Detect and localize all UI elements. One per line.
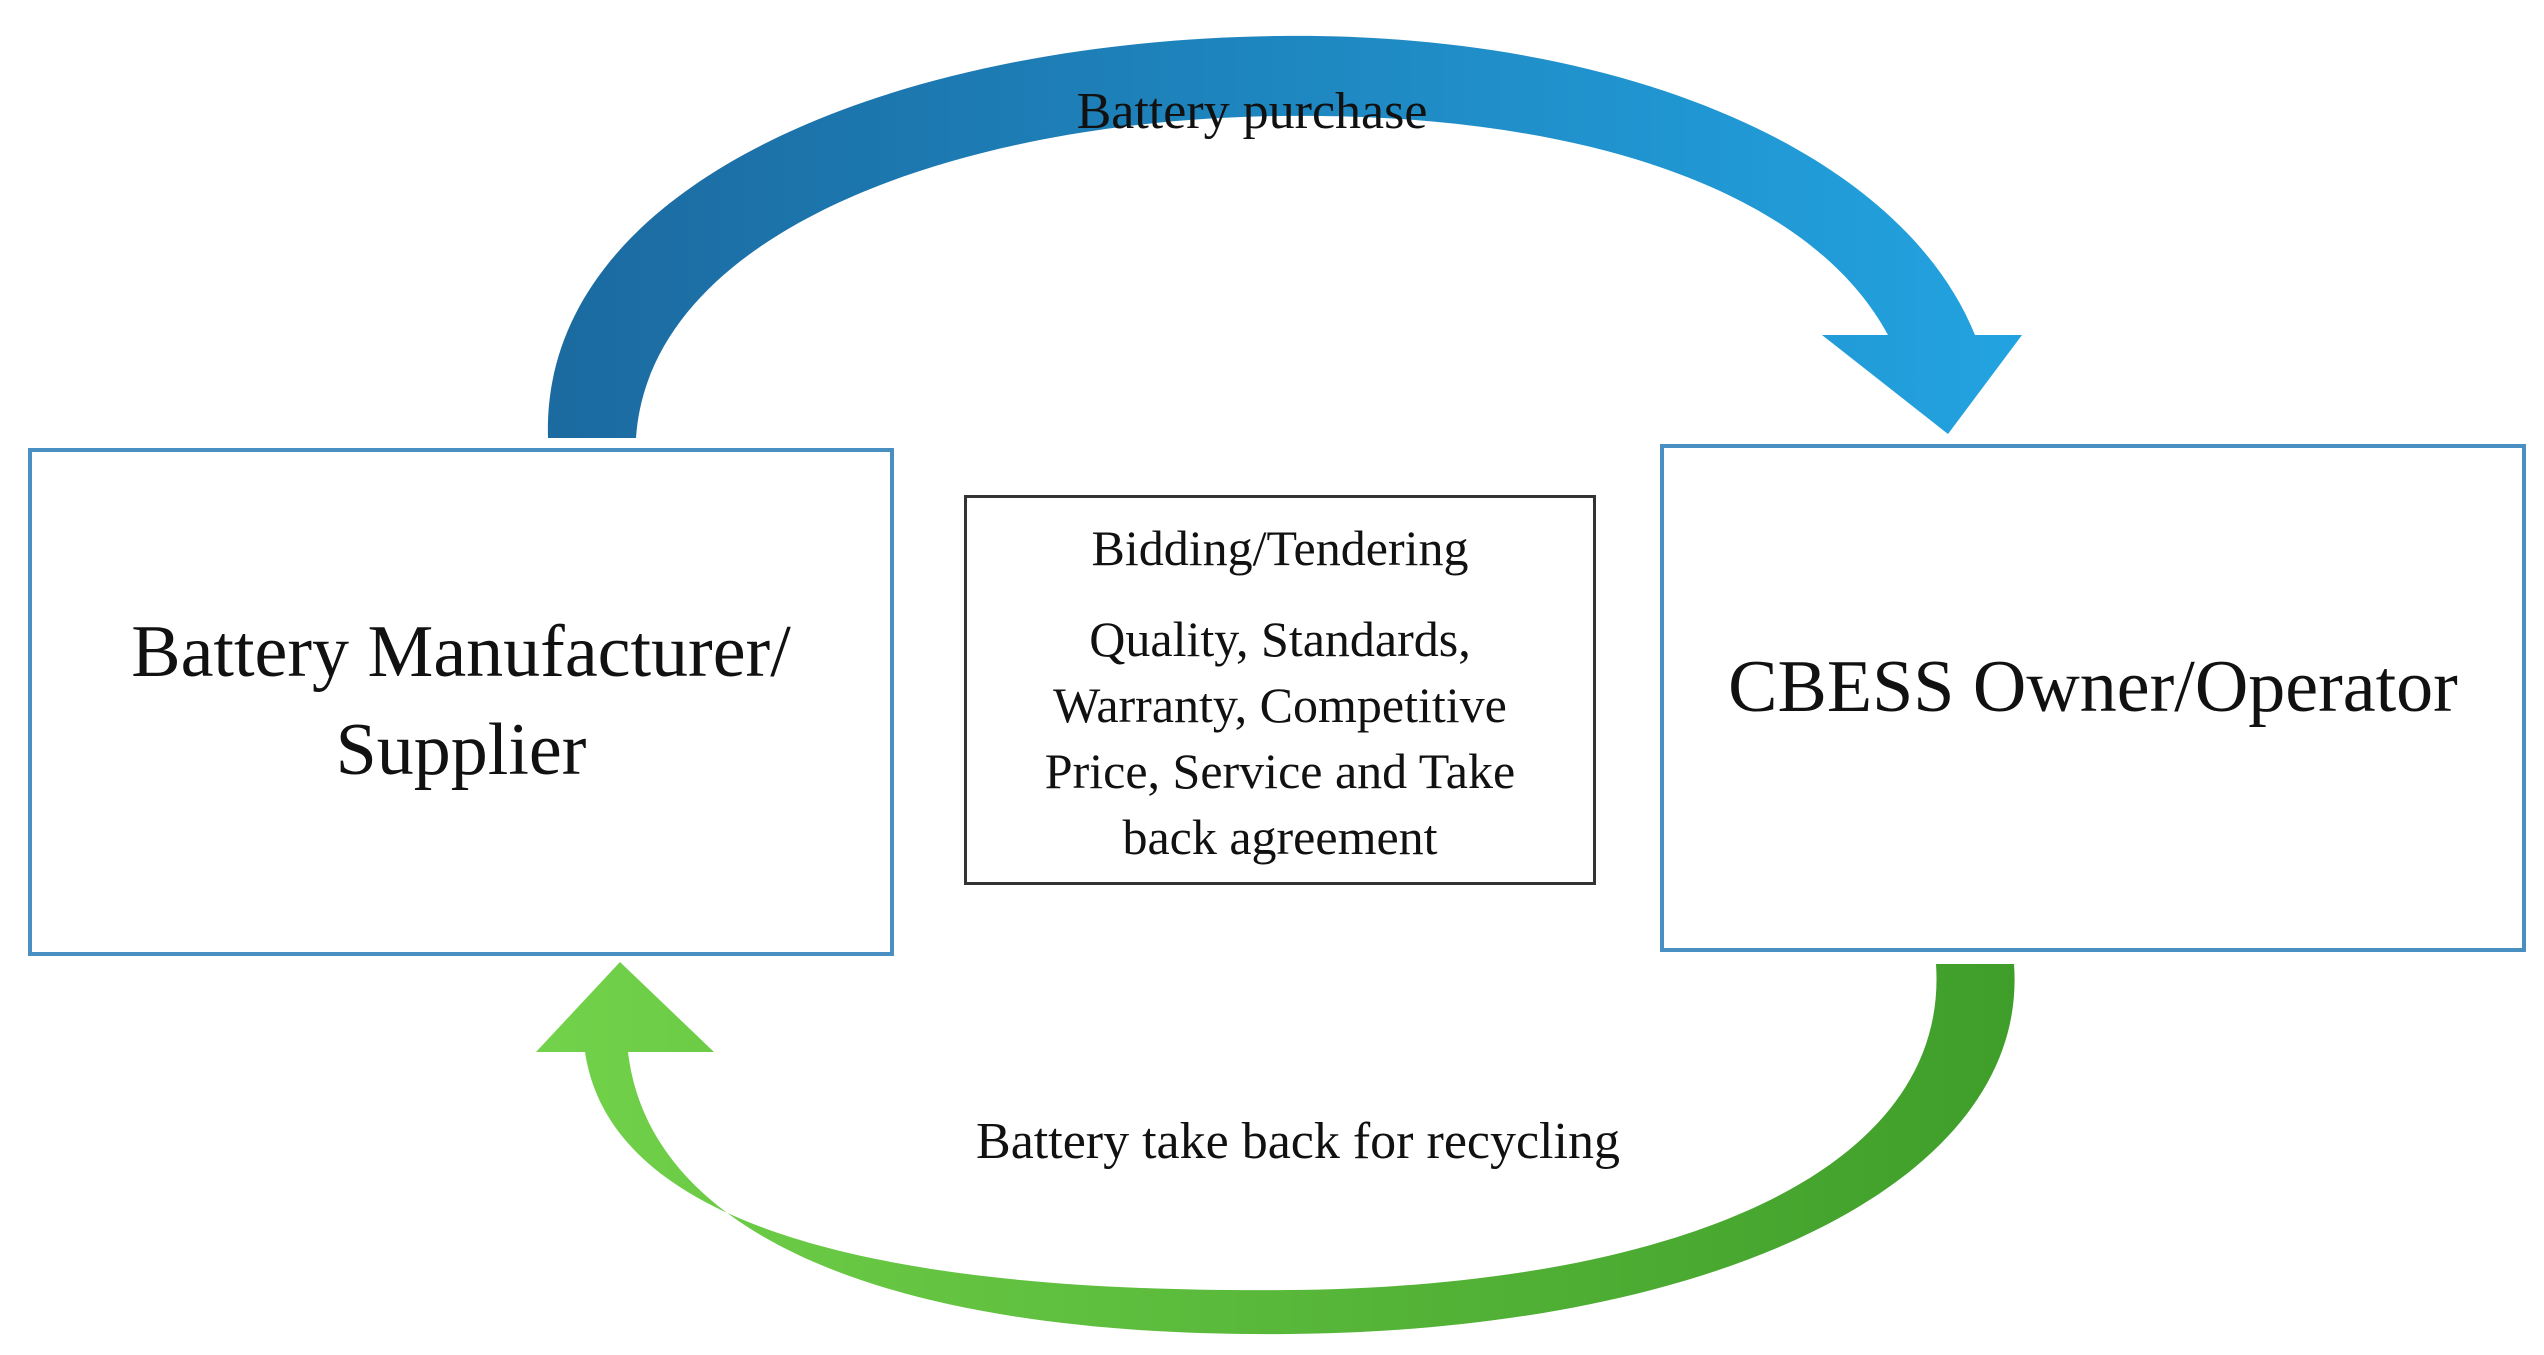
tendering-node: Bidding/Tendering Quality, Standards, Wa… — [964, 495, 1596, 885]
owner-node: CBESS Owner/Operator — [1660, 444, 2526, 952]
purchase-arrow — [547, 35, 2022, 438]
takeback-label: Battery take back for recycling — [976, 1113, 1620, 1170]
manufacturer-node: Battery Manufacturer/ Supplier — [28, 448, 894, 956]
purchase-label: Battery purchase — [1076, 83, 1428, 140]
manufacturer-label-line2: Supplier — [335, 709, 587, 791]
owner-label: CBESS Owner/Operator — [1728, 646, 2458, 729]
tendering-criteria: Quality, Standards, Warranty, Competitiv… — [1044, 611, 1516, 865]
tendering-title: Bidding/Tendering — [1091, 520, 1469, 576]
manufacturer-label-line1: Battery Manufacturer/ — [131, 611, 791, 694]
